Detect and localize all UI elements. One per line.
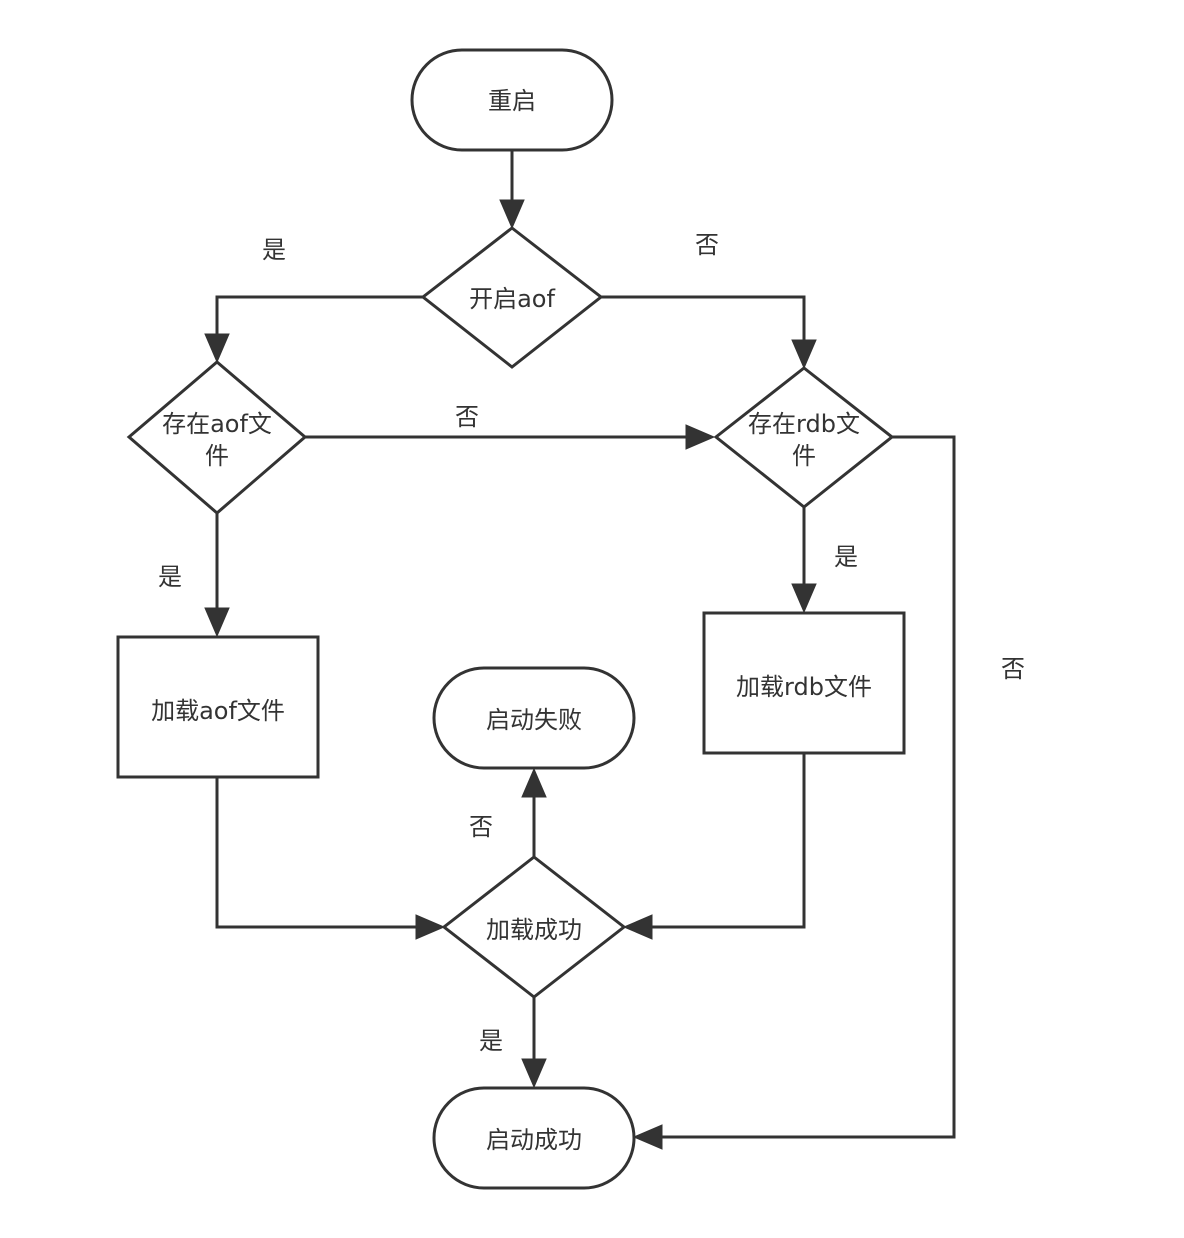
arrowhead [521,1058,547,1089]
terminal-shape [432,666,636,770]
arrowhead [204,607,230,638]
node-label-line-2: 件 [792,442,816,470]
decision-shape [420,226,604,369]
decision-shape [713,366,895,509]
node-label: 重启 [488,87,536,115]
node-load-success: 加载成功 [441,855,627,999]
node-load-rdb: 加载rdb文件 [702,611,906,755]
node-restart: 重启 [410,48,614,152]
node-start-failed: 启动失败 [432,666,636,770]
arrowhead [499,199,525,230]
edge-load-rdb-to-load-success [622,753,806,940]
edge-aof-exists-yes [204,513,230,638]
node-label-line-2: 件 [205,442,229,470]
edge-label-load-success-no: 否 [469,813,493,841]
node-load-aof: 加载aof文件 [116,635,320,779]
node-label: 加载rdb文件 [736,673,872,701]
edge-aof-enabled-no [601,295,817,370]
terminal-shape [432,1086,636,1190]
arrowhead [622,914,653,940]
process-shape [702,611,906,755]
node-label: 启动成功 [486,1126,582,1154]
decision-shape [441,855,627,999]
process-shape [116,635,320,779]
edge-label-aof-exists-no: 否 [455,403,479,431]
edge-label-load-success-yes: 是 [479,1027,503,1055]
edge-load-success-yes [521,997,547,1089]
edge-label-aof-enabled-yes: 是 [262,236,286,264]
node-aof-exists: 存在aof文 件 [126,360,308,515]
node-label: 启动失败 [486,706,582,734]
node-label-line-1: 存在rdb文 [748,410,860,438]
node-label-line-1: 存在aof文 [162,410,272,438]
edge-label-aof-enabled-no: 否 [695,231,719,259]
edge-aof-exists-no [305,424,716,450]
edge-load-aof-to-load-success [215,777,446,940]
arrowhead [415,914,446,940]
edge-load-success-no [521,767,547,857]
arrowhead [204,333,230,364]
edge-restart-to-aof-enabled [499,150,525,230]
node-label: 开启aof [469,285,555,313]
node-start-success: 启动成功 [432,1086,636,1190]
edge-rdb-exists-yes [791,507,817,614]
arrowhead [791,583,817,614]
arrowhead [521,767,547,798]
node-rdb-exists: 存在rdb文 件 [713,366,895,509]
node-label: 加载成功 [486,916,582,944]
terminal-shape [410,48,614,152]
edge-label-rdb-exists-yes: 是 [834,543,858,571]
edge-rdb-exists-no [632,435,956,1150]
arrowhead [791,339,817,370]
edge-aof-enabled-yes [204,295,423,364]
arrowhead [685,424,716,450]
arrowhead [632,1124,663,1150]
node-aof-enabled: 开启aof [420,226,604,369]
node-label: 加载aof文件 [151,697,285,725]
edge-label-aof-exists-yes: 是 [158,563,182,591]
decision-shape [126,360,308,515]
edge-label-rdb-exists-no: 否 [1001,655,1025,683]
